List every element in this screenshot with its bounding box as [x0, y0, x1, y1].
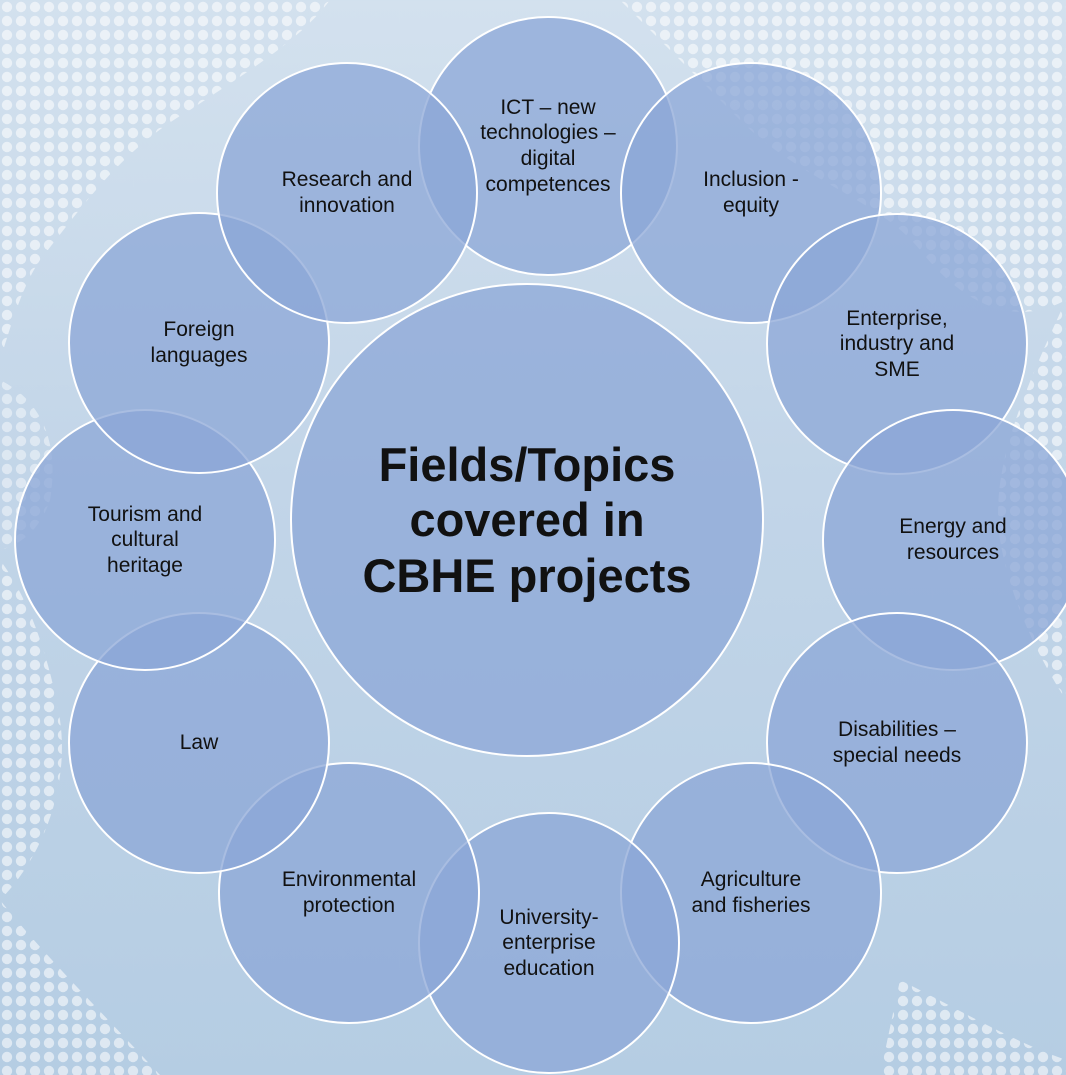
- topic-label: ICT – new technologies – digital compete…: [480, 95, 616, 196]
- topic-label: Enterprise, industry and SME: [839, 306, 955, 381]
- center-topic-circle: Fields/Topics covered in CBHE projects: [290, 283, 764, 757]
- topic-label: Energy and resources: [899, 515, 1007, 564]
- topic-label: Tourism and cultural heritage: [87, 502, 203, 577]
- topic-label: Foreign languages: [150, 318, 248, 367]
- topic-label: Agriculture and fisheries: [691, 868, 811, 917]
- topic-label: Law: [179, 731, 219, 755]
- topic-label: Environmental protection: [281, 868, 417, 917]
- center-title: Fields/Topics covered in CBHE projects: [362, 437, 692, 602]
- topic-label: Disabilities – special needs: [832, 718, 962, 767]
- topic-label: Research and innovation: [281, 168, 413, 217]
- topic-label: Inclusion - equity: [703, 168, 799, 217]
- topic-label: University- enterprise education: [499, 905, 599, 980]
- topic-research: Research and innovation: [216, 62, 478, 324]
